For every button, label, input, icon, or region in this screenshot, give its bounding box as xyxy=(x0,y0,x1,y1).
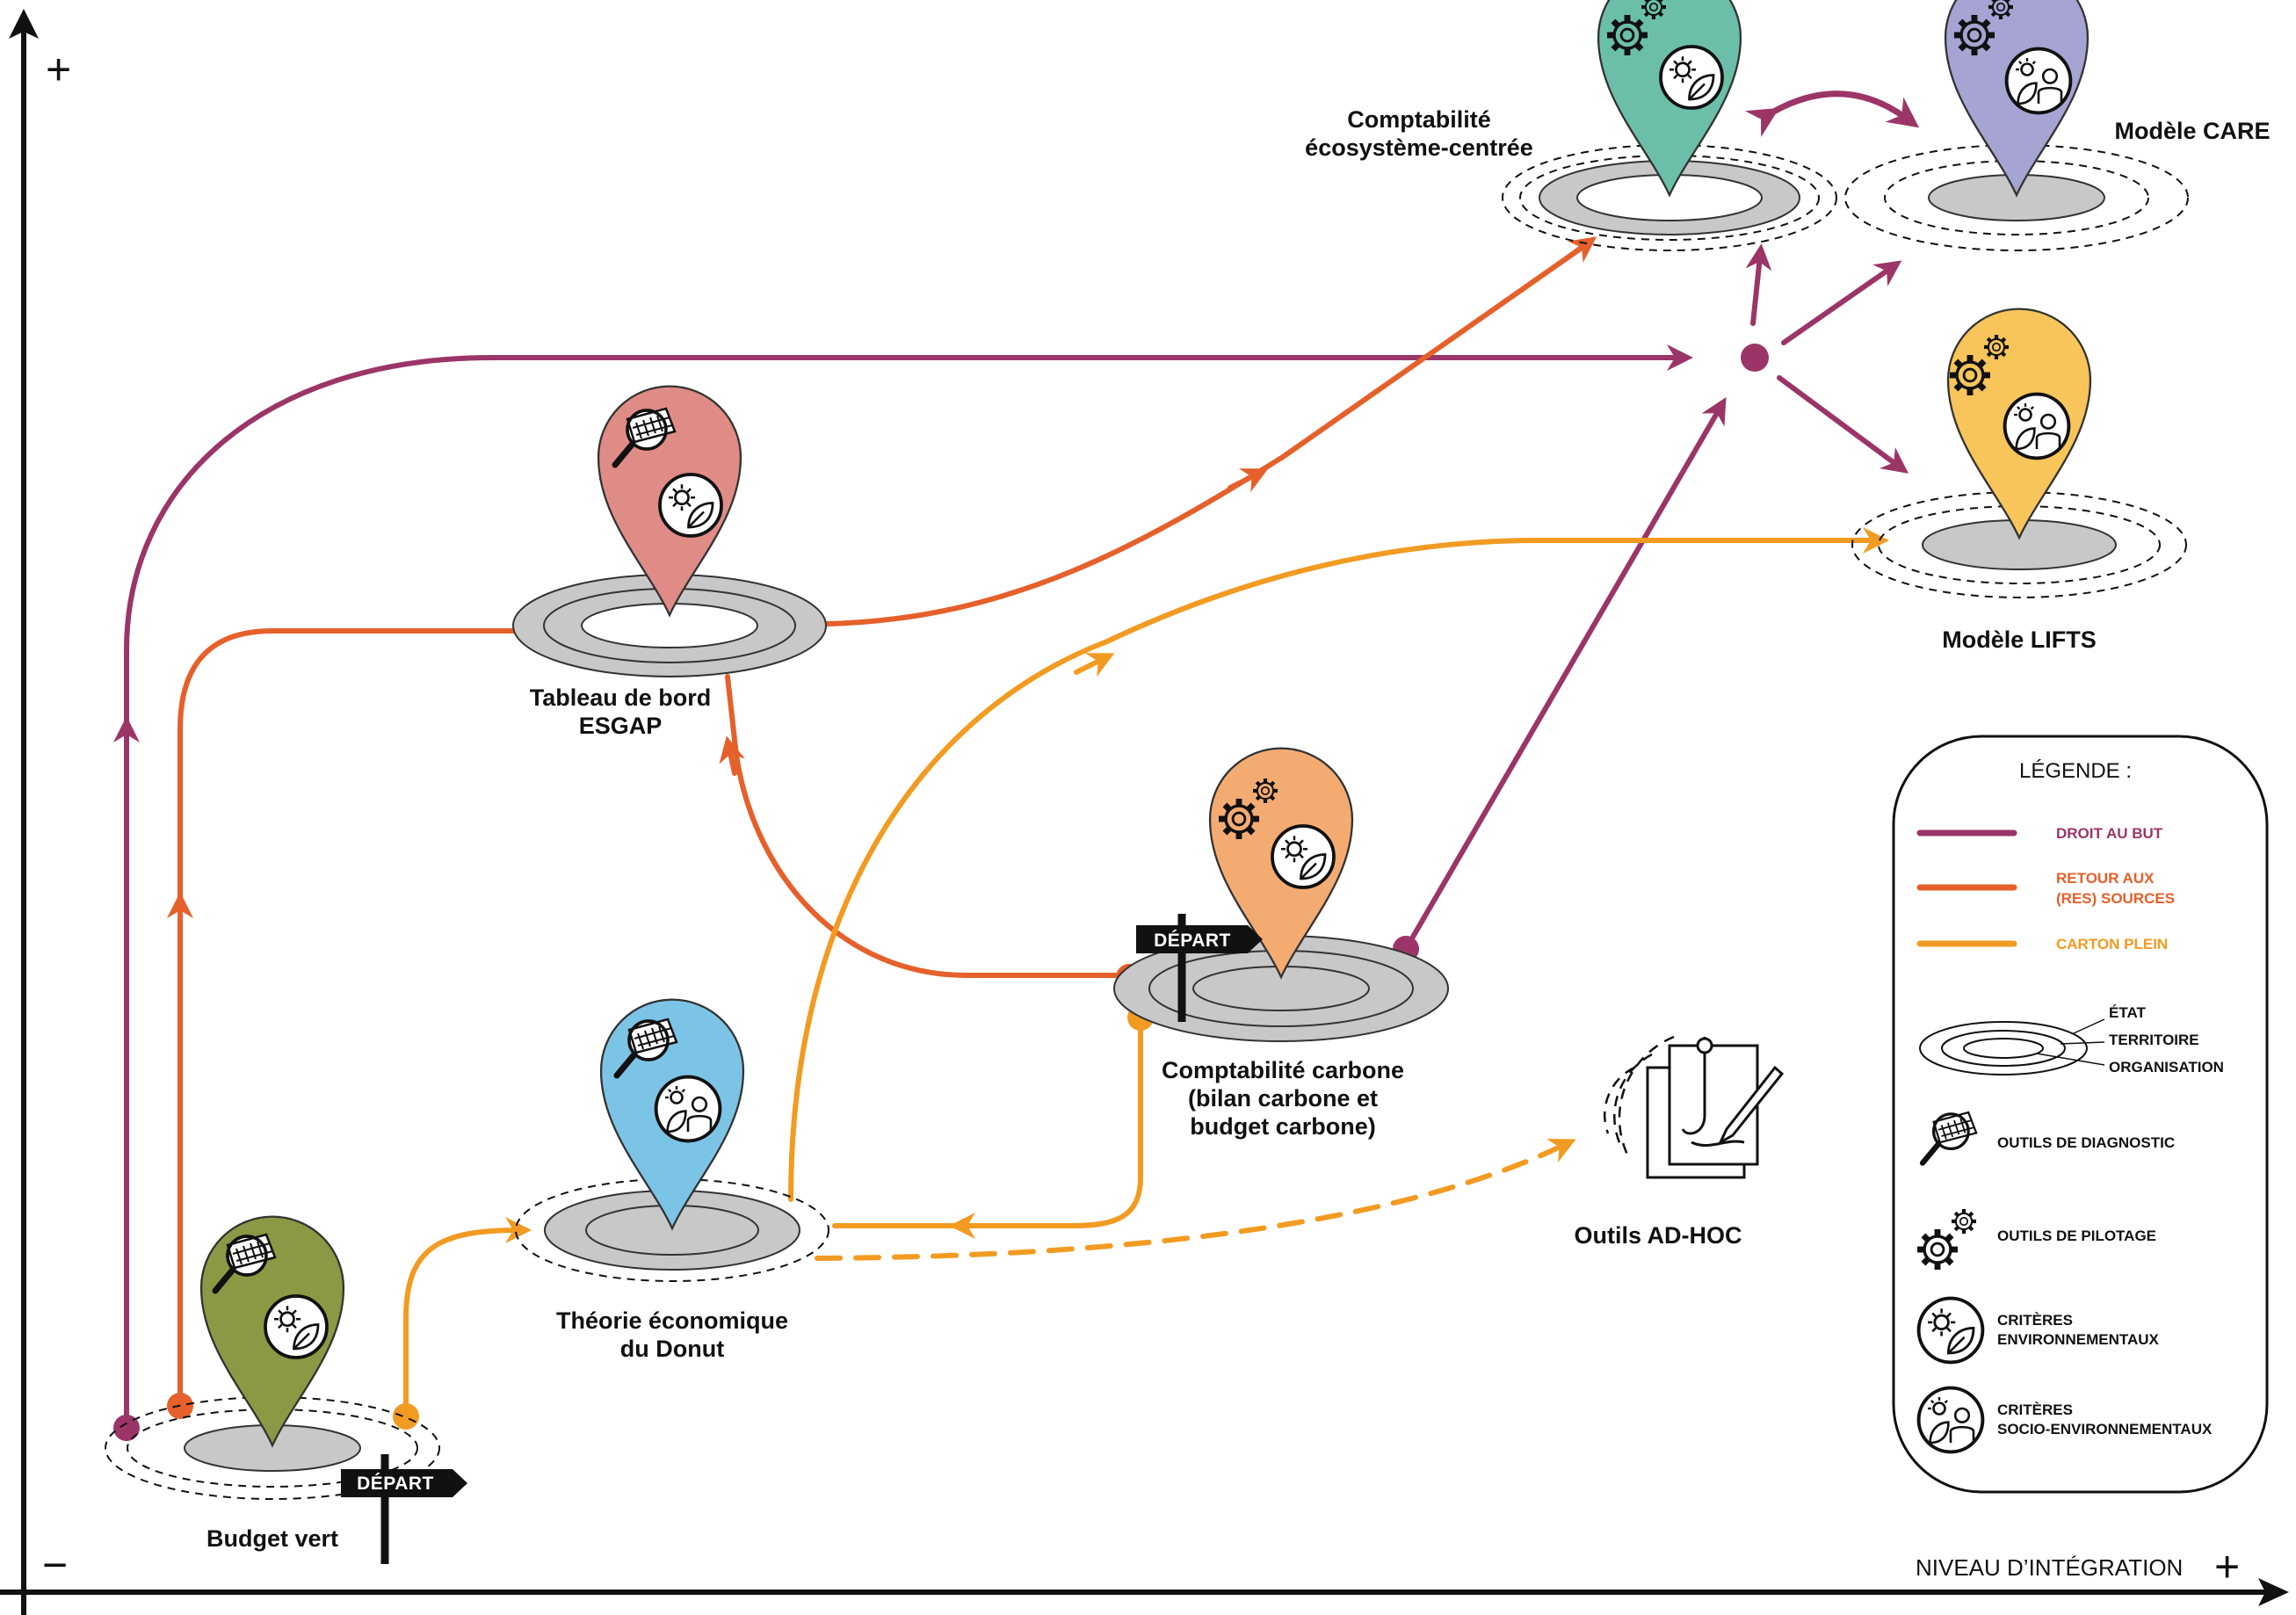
path-hub-to-lifts xyxy=(1777,375,1909,474)
carbone-label-1: Comptabilité carbone xyxy=(1162,1057,1404,1083)
x-axis-plus: + xyxy=(2214,1542,2240,1591)
carbone-label-2: (bilan carbone et xyxy=(1188,1085,1378,1112)
path-carbone-to-hub xyxy=(1403,397,1727,952)
environmental-criteria-icon xyxy=(658,473,723,538)
path-esgap-to-ecosysteme xyxy=(823,245,1584,626)
node-donut[interactable]: Théorie économique du Donut xyxy=(515,998,829,1362)
depart-sign-carbone: DÉPART xyxy=(1136,914,1263,1022)
legend-label-retour-1: RETOUR AUX xyxy=(2056,870,2155,887)
node-adhoc[interactable]: Outils AD-HOC xyxy=(1575,1035,1785,1249)
donut-label-1: Théorie économique xyxy=(556,1307,788,1334)
environmental-criteria-icon xyxy=(1659,45,1724,110)
legend-label-diagnostic: OUTILS DE DIAGNOSTIC xyxy=(1997,1134,2175,1151)
node-ecosysteme[interactable]: Comptabilité écosystème-centrée xyxy=(1305,0,1837,251)
path-budget-to-hub xyxy=(124,355,1685,1430)
carbone-label-3: budget carbone) xyxy=(1190,1113,1376,1140)
legend-title: LÉGENDE : xyxy=(2019,759,2132,783)
donut-label-2: du Donut xyxy=(620,1336,724,1362)
lifts-label: Modèle LIFTS xyxy=(1942,626,2097,653)
node-carbone[interactable]: Comptabilité carbone (bilan carbone et b… xyxy=(1113,747,1449,1140)
depart-label-budget: DÉPART xyxy=(357,1474,434,1494)
path-ecosysteme-care xyxy=(1744,91,1920,138)
x-axis-title: NIVEAU D’INTÉGRATION xyxy=(1916,1554,2183,1581)
y-axis-arrowhead xyxy=(9,9,39,39)
tools-sheet-icon xyxy=(1681,1037,1785,1147)
depart-label-carbone: DÉPART xyxy=(1154,931,1231,951)
legend-level-etat: ÉTAT xyxy=(2109,1004,2146,1021)
ecosysteme-base-dash-2 xyxy=(1519,155,1820,241)
arrow-to-esgap xyxy=(719,735,745,776)
legend-level-organisation: ORGANISATION xyxy=(2109,1059,2224,1075)
ecosysteme-label-1: Comptabilité xyxy=(1347,106,1491,133)
legend-box xyxy=(1892,735,2269,1494)
legend-level-territoire: TERRITOIRE xyxy=(2109,1032,2199,1048)
legend-label-env-2: ENVIRONNEMENTAUX xyxy=(1997,1331,2160,1348)
node-esgap[interactable]: Tableau de bord ESGAP xyxy=(512,385,827,739)
node-lifts[interactable]: Modèle LIFTS xyxy=(1851,308,2187,653)
path-hub-to-ecosysteme xyxy=(1745,243,1772,326)
node-budget-vert[interactable]: Budget vert xyxy=(105,1215,440,1552)
socio-environmental-criteria-icon xyxy=(2003,392,2071,460)
path-budget-to-donut xyxy=(403,1217,532,1419)
care-label: Modèle CARE xyxy=(2114,118,2270,144)
path-carbone-to-donut xyxy=(949,1015,1143,1239)
adhoc-label: Outils AD-HOC xyxy=(1575,1222,1742,1249)
node-care[interactable]: Modèle CARE xyxy=(1844,0,2271,251)
axes: + − NIVEAU D’INTÉGRATION + xyxy=(0,9,2289,1615)
environmental-criteria-icon xyxy=(1916,1296,1985,1365)
legend-label-env-1: CRITÈRES xyxy=(1997,1312,2073,1329)
socio-environmental-criteria-icon xyxy=(2004,47,2073,115)
path-donut-to-adhoc xyxy=(815,1139,1576,1261)
path-budget-to-esgap xyxy=(177,628,517,1409)
connectors xyxy=(113,91,1920,1430)
y-axis-minus: − xyxy=(42,1540,68,1590)
adhoc-rings xyxy=(1603,1035,1675,1161)
budget-vert-label: Budget vert xyxy=(206,1525,338,1552)
convergence-hub xyxy=(1741,344,1769,372)
legend-levels-icon xyxy=(1919,1018,2105,1075)
legend: LÉGENDE : DROIT AU BUT RETOUR AUX (RES) … xyxy=(1892,735,2269,1494)
esgap-label-2: ESGAP xyxy=(579,713,663,739)
ecosysteme-label-2: écosystème-centrée xyxy=(1305,134,1533,161)
environmental-criteria-icon xyxy=(1271,824,1336,889)
socio-environmental-criteria-icon xyxy=(654,1075,722,1143)
depart-sign-budget: DÉPART xyxy=(341,1454,467,1564)
arrow-donut-mid xyxy=(1074,653,1115,677)
legend-label-socio-2: SOCIO-ENVIRONNEMENTAUX xyxy=(1997,1421,2213,1438)
legend-label-pilotage: OUTILS DE PILOTAGE xyxy=(1997,1228,2156,1244)
environmental-criteria-icon xyxy=(264,1294,329,1359)
legend-label-socio-1: CRITÈRES xyxy=(1997,1401,2073,1418)
legend-label-retour-2: (RES) SOURCES xyxy=(2056,890,2175,907)
arrow-to-ecosysteme xyxy=(1561,236,1597,263)
arrow-esgap-mid xyxy=(1228,468,1269,493)
path-hub-to-care xyxy=(1781,260,1902,345)
y-axis-plus: + xyxy=(46,45,71,94)
x-axis-arrowhead xyxy=(2258,1578,2289,1606)
path-donut-to-lifts xyxy=(788,538,1879,1202)
esgap-label-1: Tableau de bord xyxy=(530,684,712,711)
start-dot-budget-orange xyxy=(393,1403,419,1430)
start-dot-budget-purple xyxy=(113,1415,140,1441)
path-carbone-to-esgap xyxy=(725,674,1130,978)
legend-label-carton: CARTON PLEIN xyxy=(2056,936,2168,952)
legend-label-droit: DROIT AU BUT xyxy=(2056,825,2163,842)
socio-environmental-criteria-icon xyxy=(1916,1386,1985,1454)
